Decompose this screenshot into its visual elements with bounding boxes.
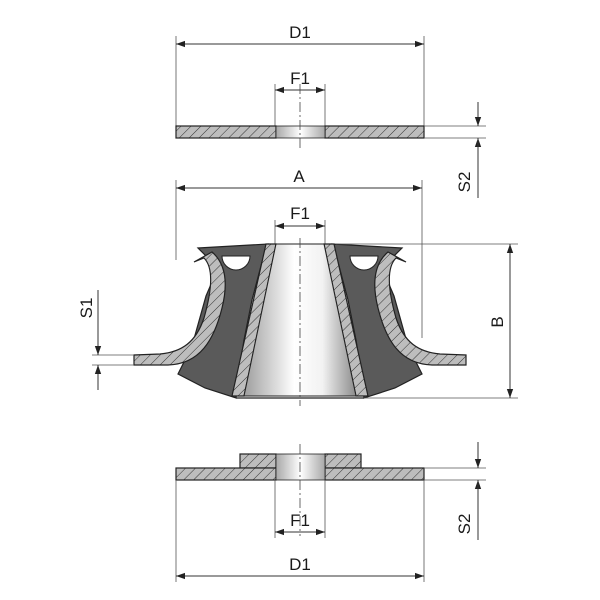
a-label: A (293, 167, 305, 186)
top-f1-label: F1 (290, 69, 310, 88)
main-f1-label: F1 (290, 204, 310, 223)
top-washer-bore (275, 125, 326, 139)
bottom-washer-view: F1 D1 S2 (175, 442, 486, 582)
b-label: B (488, 316, 507, 327)
left-notch (221, 255, 251, 271)
top-washer-right-section (324, 125, 425, 139)
right-flange-wall (374, 251, 467, 366)
top-d1-label: D1 (289, 23, 311, 42)
main-flange-view: A F1 S1 B (77, 167, 518, 406)
right-notch (349, 255, 379, 271)
top-washer-left-section (175, 125, 277, 139)
left-flange-wall (133, 251, 226, 366)
bottom-s2-label: S2 (455, 514, 474, 535)
top-s2-label: S2 (455, 172, 474, 193)
bottom-f1-label: F1 (290, 511, 310, 530)
bottom-hub-left (239, 453, 277, 469)
s1-label: S1 (77, 298, 96, 319)
bottom-plate-left (175, 467, 277, 481)
bottom-plate-right (324, 467, 425, 481)
bottom-d1-label: D1 (289, 555, 311, 574)
bottom-washer-bore (275, 453, 326, 481)
top-washer-view: D1 F1 S2 (175, 23, 486, 198)
bottom-hub-right (324, 453, 362, 469)
